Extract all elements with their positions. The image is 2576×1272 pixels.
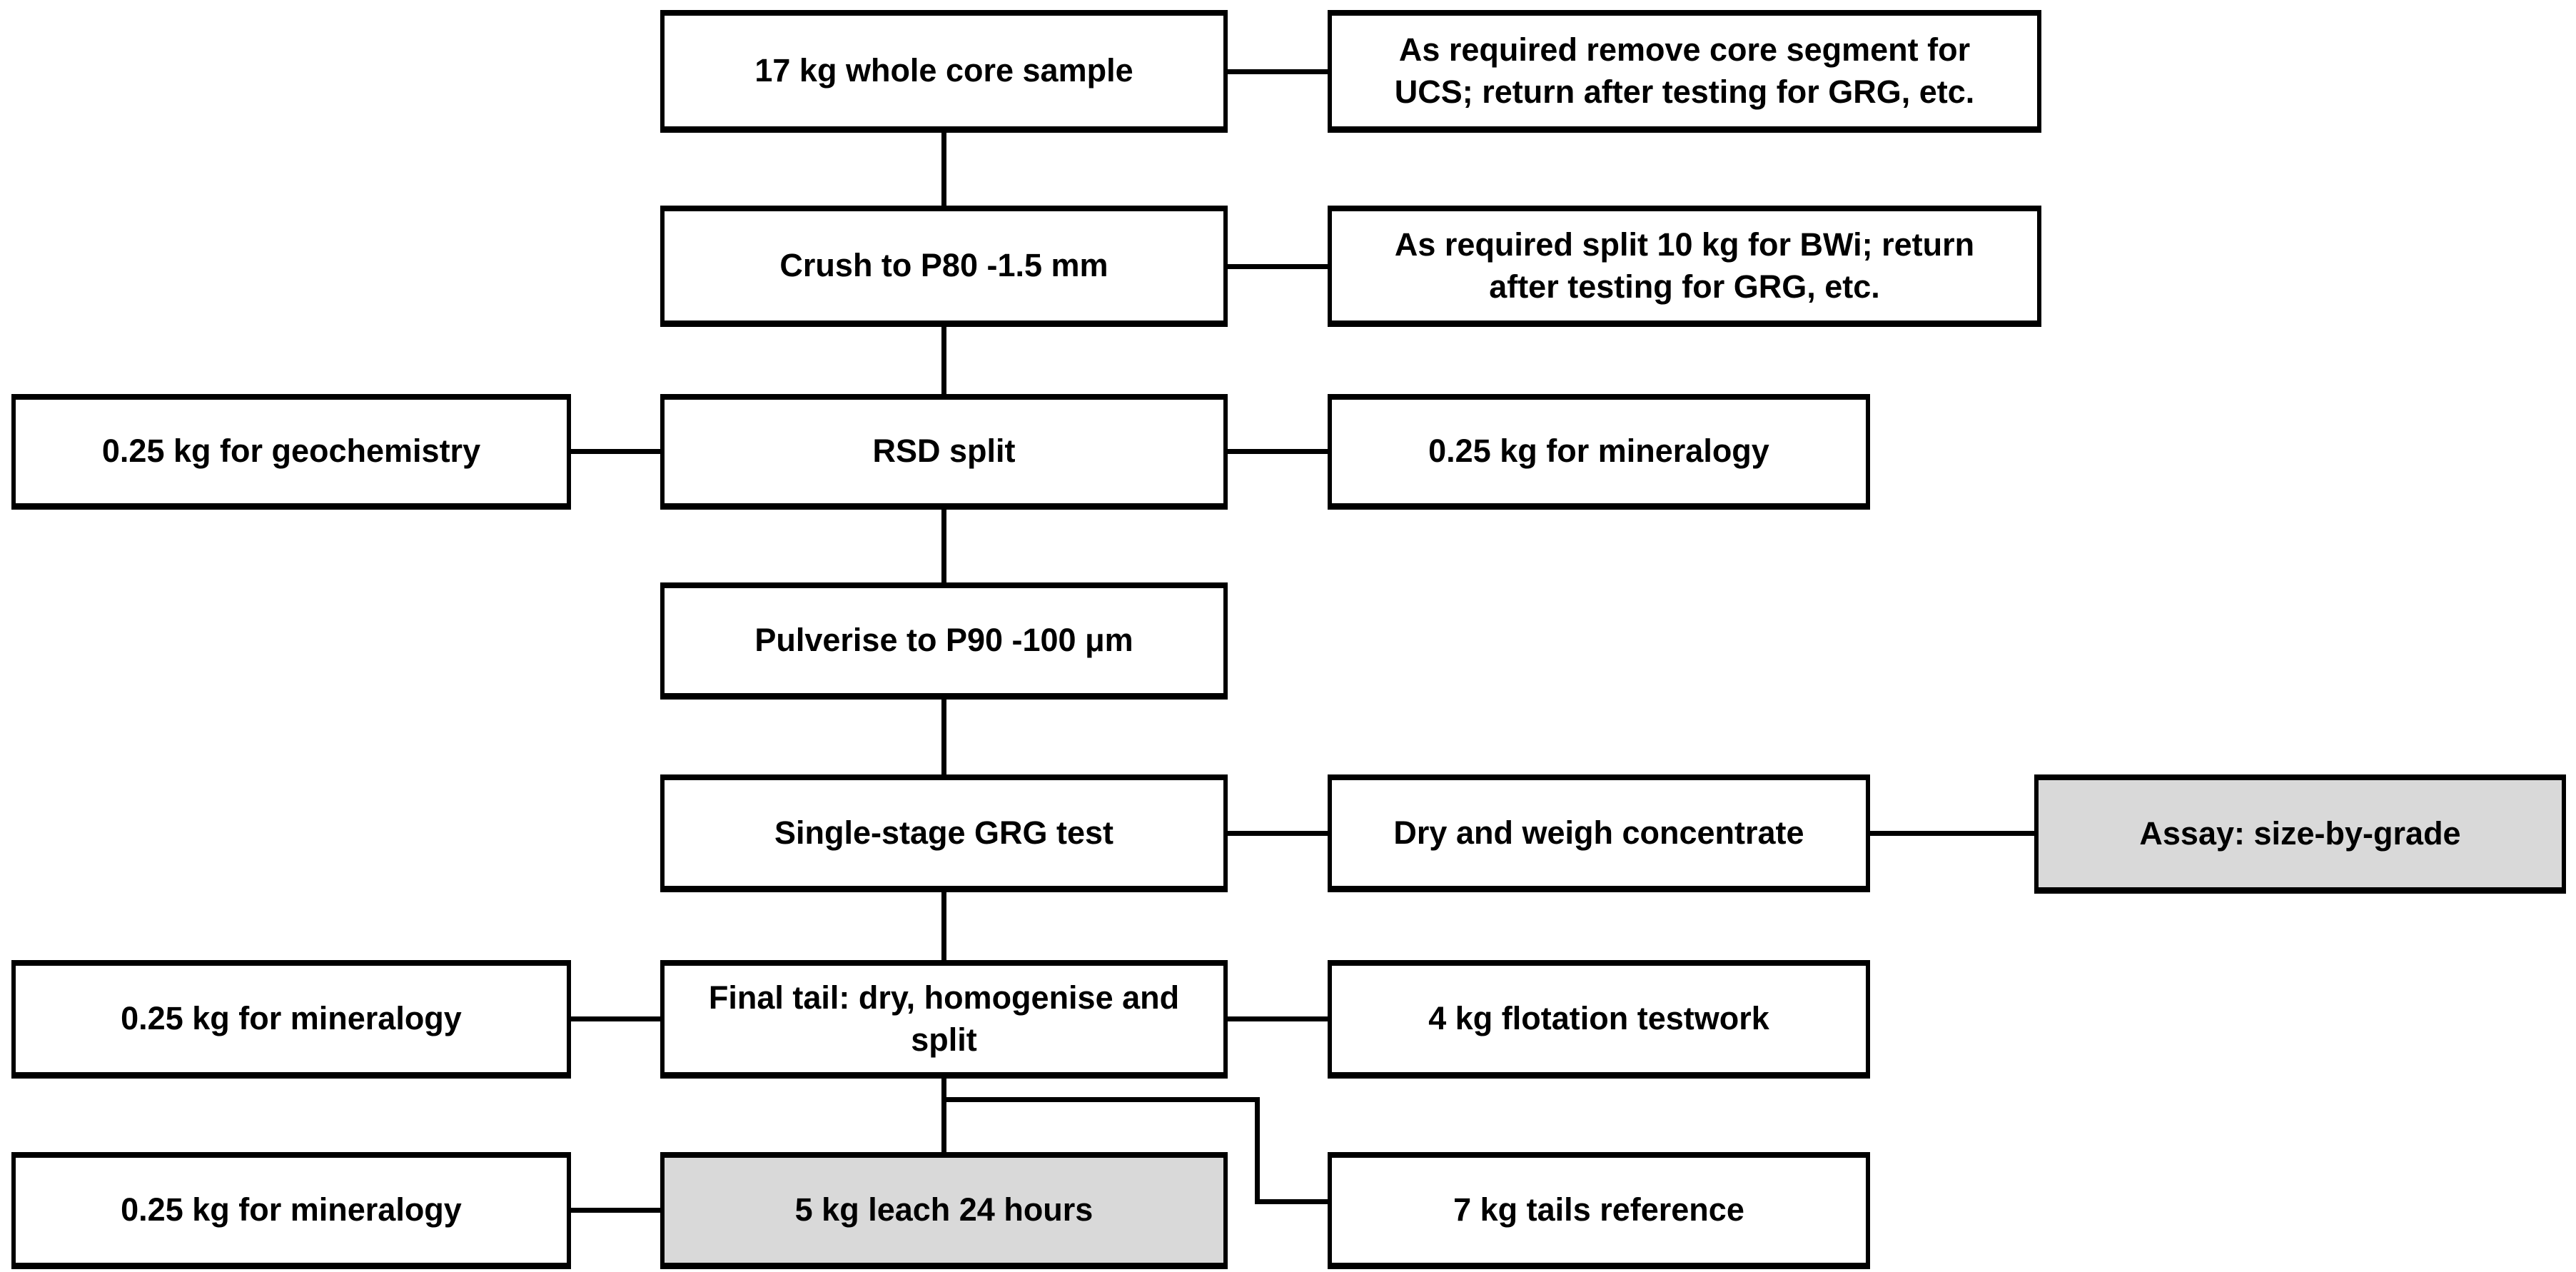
node-remove-core-segment-note: As required remove core segment for UCS;… [1328,10,2041,133]
node-label: Assay: size-by-grade [2139,814,2461,852]
node-mineralogy-split-3: 0.25 kg for mineralogy [11,1152,571,1269]
connector-final-tail-to-flotation [1228,1016,1328,1021]
connector-elbow-vertical [1255,1097,1260,1204]
connector-mineralogy-to-final-tail [571,1016,660,1021]
connector-elbow-to-tails-reference [1255,1199,1328,1204]
node-tails-reference: 7 kg tails reference [1328,1152,1870,1269]
node-label: 0.25 kg for mineralogy [121,1191,462,1228]
connector-dry-weigh-to-assay [1870,831,2034,836]
connector-final-tail-to-leach [941,1079,946,1152]
node-label: As required split 10 kg for BWi; return … [1394,226,1975,305]
node-label: 0.25 kg for geochemistry [101,433,481,470]
connector-whole-core-to-note [1228,69,1328,74]
connector-pulverise-to-grg-test [941,700,946,774]
node-geochemistry-split: 0.25 kg for geochemistry [11,394,571,510]
node-single-stage-grg-test: Single-stage GRG test [660,774,1228,892]
connector-grg-test-to-final-tail [941,892,946,960]
node-leach-24-hours: 5 kg leach 24 hours [660,1152,1228,1269]
connector-whole-core-to-crush [941,133,946,206]
connector-elbow-top [941,1097,1260,1102]
node-flotation-testwork: 4 kg flotation testwork [1328,960,1870,1079]
connector-grg-to-dry-weigh [1228,831,1328,836]
node-final-tail: Final tail: dry, homogenise and split [660,960,1228,1079]
node-label: 0.25 kg for mineralogy [121,1000,462,1037]
node-dry-weigh-concentrate: Dry and weigh concentrate [1328,774,1870,892]
connector-crush-to-note [1228,264,1328,269]
node-label: 0.25 kg for mineralogy [1428,433,1769,470]
node-label: Crush to P80 -1.5 mm [779,247,1108,284]
node-label: 7 kg tails reference [1453,1191,1744,1228]
node-crush: Crush to P80 -1.5 mm [660,206,1228,327]
node-pulverise: Pulverise to P90 -100 μm [660,582,1228,700]
node-whole-core-sample: 17 kg whole core sample [660,10,1228,133]
node-label: Dry and weigh concentrate [1393,814,1804,851]
node-label: 17 kg whole core sample [754,52,1133,89]
node-assay-size-by-grade: Assay: size-by-grade [2034,774,2566,894]
node-label: RSD split [872,433,1016,470]
node-label: Single-stage GRG test [774,814,1114,851]
connector-rsd-split-to-pulverise [941,510,946,582]
node-mineralogy-split-2: 0.25 kg for mineralogy [11,960,571,1079]
node-label: Final tail: dry, homogenise and split [708,979,1180,1058]
node-label: 4 kg flotation testwork [1428,1000,1769,1037]
node-label: 5 kg leach 24 hours [794,1191,1093,1228]
node-mineralogy-split-1: 0.25 kg for mineralogy [1328,394,1870,510]
node-label: Pulverise to P90 -100 μm [754,622,1133,659]
node-rsd-split: RSD split [660,394,1228,510]
connector-mineralogy-to-leach [571,1208,660,1213]
node-label: As required remove core segment for UCS;… [1394,31,1975,110]
node-split-bwi-note: As required split 10 kg for BWi; return … [1328,206,2041,327]
connector-crush-to-rsd-split [941,327,946,394]
connector-rsd-to-mineralogy [1228,449,1328,454]
connector-geochemistry-to-rsd [571,449,660,454]
